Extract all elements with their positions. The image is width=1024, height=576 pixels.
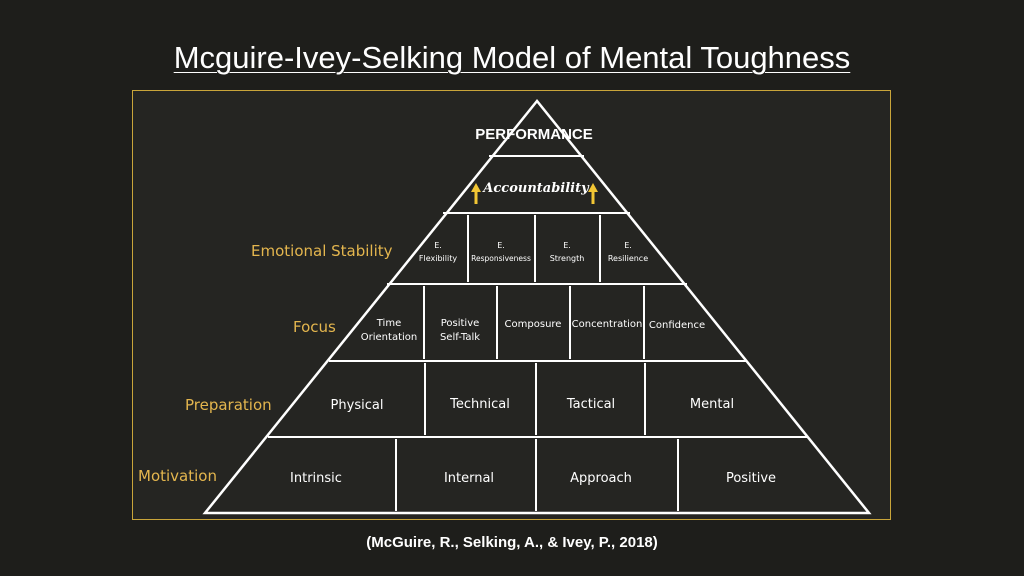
cell-tactical: Tactical xyxy=(566,397,615,412)
level-label-emotional-stability: Emotional Stability xyxy=(251,242,393,260)
cell-internal: Internal xyxy=(444,471,494,486)
cell-technical: Technical xyxy=(449,397,510,412)
cell-strength-line2: Strength xyxy=(550,254,585,263)
cell-intrinsic: Intrinsic xyxy=(290,471,342,486)
cell-responsiveness-line2: Responsiveness xyxy=(471,254,531,263)
cell-approach: Approach xyxy=(570,471,632,486)
cell-concentration: Concentration xyxy=(572,319,643,330)
up-arrow-icon xyxy=(471,183,481,204)
cell-strength-line1: E. xyxy=(563,241,571,250)
slide-title: Mcguire-Ivey-Selking Model of Mental Tou… xyxy=(173,40,851,75)
cell-time-orientation-line1: Time xyxy=(376,318,401,329)
cell-physical: Physical xyxy=(331,398,384,413)
cell-positive: Positive xyxy=(726,471,776,486)
level-label-preparation: Preparation xyxy=(185,396,272,414)
level-label-focus: Focus xyxy=(293,318,336,336)
cell-positive-self-talk-line2: Self-Talk xyxy=(440,332,480,343)
cell-positive-self-talk-line1: Positive xyxy=(441,318,480,329)
level-label-motivation: Motivation xyxy=(138,467,217,485)
cell-resilience-line2: Resilience xyxy=(608,254,648,263)
cell-confidence: Confidence xyxy=(649,320,705,331)
cell-composure: Composure xyxy=(505,319,562,330)
cell-flexibility-line1: E. xyxy=(434,241,442,250)
citation: (McGuire, R., Selking, A., & Ivey, P., 2… xyxy=(366,534,658,551)
pyramid-outline xyxy=(202,99,872,515)
up-arrow-icon xyxy=(588,183,598,204)
cell-flexibility-line2: Flexibility xyxy=(419,254,457,263)
cell-responsiveness-line1: E. xyxy=(497,241,505,250)
cell-resilience-line1: E. xyxy=(624,241,632,250)
cell-time-orientation-line2: Orientation xyxy=(361,332,417,343)
cell-mental: Mental xyxy=(690,397,734,412)
accountability-label: Accountability xyxy=(481,181,590,196)
apex-performance: PERFORMANCE xyxy=(475,126,593,143)
